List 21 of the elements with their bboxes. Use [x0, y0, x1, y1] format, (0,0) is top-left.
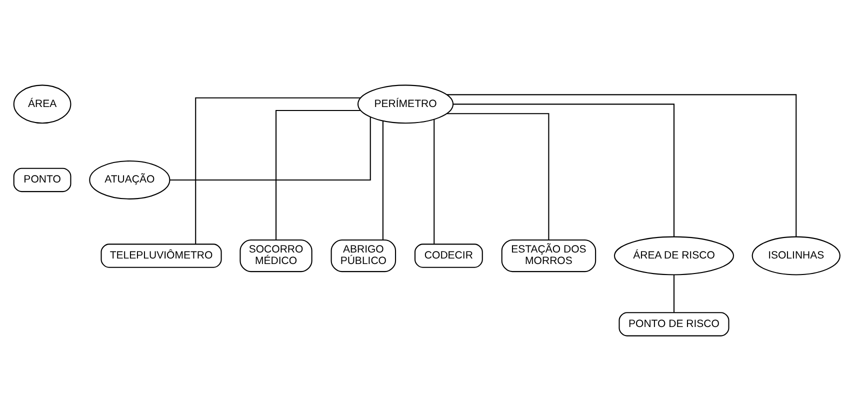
node-box: ABRIGO PÚBLICO [330, 238, 396, 272]
node-box: TELEPLUVIÔMETRO [100, 243, 222, 268]
connector [169, 116, 370, 180]
connector [672, 274, 674, 312]
connector [446, 112, 549, 240]
node-box: PONTO [12, 167, 71, 192]
node-ellipse: ATUAÇÃO [88, 160, 170, 199]
node-box: CODECIR [414, 243, 482, 268]
node-ellipse: ÁREA [12, 84, 71, 124]
connector [446, 94, 796, 236]
node-ellipse: PERÍMETRO [356, 84, 454, 124]
connector [275, 109, 360, 240]
connector [453, 103, 674, 236]
node-box: SOCORRO MÉDICO [239, 238, 312, 272]
connector [382, 120, 383, 240]
node-box: PONTO DE RISCO [618, 312, 729, 336]
node-ellipse: ÁREA DE RISCO [613, 236, 734, 275]
connector [194, 96, 360, 244]
node-ellipse: ISOLINHAS [751, 236, 840, 275]
node-box: ESTAÇÃO DOS MORROS [500, 238, 596, 272]
connector [433, 119, 434, 244]
